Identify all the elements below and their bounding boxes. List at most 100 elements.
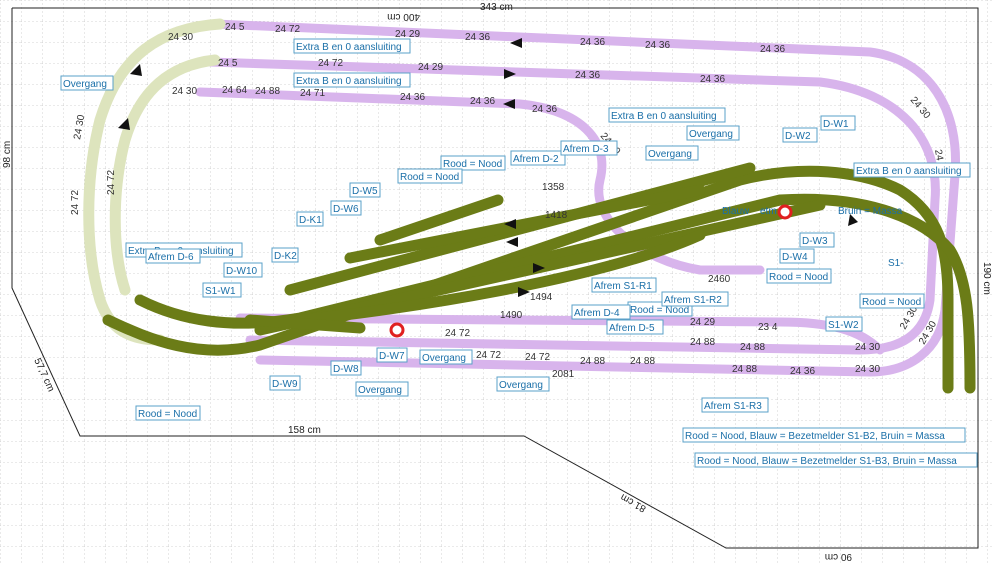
label-dw10: D-W10 <box>223 262 263 278</box>
tn-9: 24 72 <box>318 58 343 69</box>
signal-red-2 <box>389 322 405 338</box>
tn-28: 2081 <box>552 369 575 380</box>
svg-text:Rood = Nood: Rood = Nood <box>769 272 828 283</box>
svg-text:Afrem D-6: Afrem D-6 <box>148 252 194 263</box>
label-afrem-d4: Afrem D-4 <box>571 304 631 320</box>
label-afrem-d3: Afrem D-3 <box>560 140 618 156</box>
dim-top-width: 343 cm <box>480 2 513 13</box>
svg-text:Afrem D-3: Afrem D-3 <box>563 144 609 155</box>
label-overgang-left: Overgang <box>60 75 114 91</box>
svg-text:Rood = Nood: Rood = Nood <box>630 305 689 316</box>
label-rood-nood-4: Rood = Nood <box>859 293 925 309</box>
label-dk2: D-K2 <box>271 247 299 263</box>
board-outline <box>11 7 979 549</box>
tn-38: 24 30 <box>855 342 880 353</box>
tn-34: 24 88 <box>690 337 715 348</box>
svg-text:D-K2: D-K2 <box>274 251 297 262</box>
signals <box>389 204 793 338</box>
label-afrem-d5: Afrem D-5 <box>606 319 664 335</box>
svg-text:Rood = Nood, Blauw = Bezetmeld: Rood = Nood, Blauw = Bezetmelder S1-B3, … <box>697 456 957 467</box>
green-tracks <box>102 162 976 394</box>
svg-text:Rood = Nood: Rood = Nood <box>138 409 197 420</box>
label-dw9: D-W9 <box>269 375 301 391</box>
label-afrem-s1r2: Afrem S1-R2 <box>661 291 729 307</box>
tn-18: 24 36 <box>470 96 495 107</box>
tn-16: 24 71 <box>300 88 325 99</box>
label-overgang-2: Overgang <box>686 125 740 141</box>
svg-text:D-W7: D-W7 <box>379 351 405 362</box>
label-s1w1: S1-W1 <box>202 282 242 298</box>
tn-1: 24 5 <box>225 22 245 33</box>
label-afrem-s1r3: Afrem S1-R3 <box>701 397 769 413</box>
tn-29: 24 72 <box>445 328 470 339</box>
track-numbers: 24 5 24 72 24 29 24 36 24 36 24 36 24 36… <box>70 22 947 380</box>
svg-text:Extra B en 0 aansluiting: Extra B en 0 aansluiting <box>296 42 402 53</box>
label-extra-b-3: Extra B en 0 aansluiting <box>608 107 726 123</box>
tn-25: 1418 <box>545 210 568 221</box>
svg-text:Extra B en 0 aansluiting: Extra B en 0 aansluiting <box>296 76 402 87</box>
svg-text:Overgang: Overgang <box>63 79 107 90</box>
tn-15: 24 88 <box>255 86 280 97</box>
svg-text:Overgang: Overgang <box>648 149 692 160</box>
label-afrem-d6: Afrem D-6 <box>145 248 201 264</box>
tn-20: 24 30 <box>168 32 193 43</box>
svg-text:Overgang: Overgang <box>499 380 543 391</box>
label-overgang-3: Overgang <box>645 145 699 161</box>
tn-26: 1494 <box>530 292 553 303</box>
label-dw8: D-W8 <box>330 360 362 376</box>
tn-8: 24 5 <box>218 58 238 69</box>
label-afrem-s1r1: Afrem S1-R1 <box>591 277 657 293</box>
tn-32: 24 88 <box>580 356 605 367</box>
svg-text:D-W4: D-W4 <box>782 252 808 263</box>
label-s1b3: Rood = Nood, Blauw = Bezetmelder S1-B3, … <box>694 452 978 468</box>
tn-39: 24 30 <box>855 364 880 375</box>
svg-text:Extra B en 0 aansluiting: Extra B en 0 aansluiting <box>856 166 962 177</box>
label-rood-nood-3: Rood = Nood <box>766 268 832 284</box>
label-rood-nood-6: Rood = Nood <box>135 405 201 421</box>
tn-21: 24 30 <box>72 114 87 141</box>
tn-24: 1358 <box>542 182 565 193</box>
tn-40: 24 29 <box>690 317 715 328</box>
tn-22: 24 72 <box>70 190 81 215</box>
tn-6: 24 36 <box>645 40 670 51</box>
svg-text:S1-W1: S1-W1 <box>205 286 236 297</box>
svg-text:Overgang: Overgang <box>689 129 733 140</box>
svg-text:D-W1: D-W1 <box>823 119 849 130</box>
tn-10: 24 29 <box>418 62 443 73</box>
tn-37: 24 36 <box>790 366 815 377</box>
svg-text:D-W5: D-W5 <box>352 186 378 197</box>
tn-2: 24 72 <box>275 24 300 35</box>
tn-5: 24 36 <box>580 37 605 48</box>
tn-33: 24 88 <box>630 356 655 367</box>
label-extra-b-1: Extra B en 0 aansluiting <box>293 38 411 54</box>
label-s1w2: S1-W2 <box>825 316 863 332</box>
svg-text:Rood = Nood, Blauw = Bezetmeld: Rood = Nood, Blauw = Bezetmelder S1-B2, … <box>685 431 945 442</box>
svg-text:Afrem S1-R1: Afrem S1-R1 <box>594 281 652 292</box>
label-overgang-4: Overgang <box>419 349 473 365</box>
tn-4: 24 36 <box>465 32 490 43</box>
tn-11: 24 36 <box>575 70 600 81</box>
svg-text:Rood = Nood: Rood = Nood <box>443 159 502 170</box>
tn-36: 24 88 <box>732 364 757 375</box>
label-blauw: Blauw <box>722 206 750 217</box>
tn-31: 24 72 <box>525 352 550 363</box>
label-dk1: D-K1 <box>296 211 324 227</box>
label-afrem-d2: Afrem D-2 <box>510 150 566 166</box>
tn-17: 24 36 <box>400 92 425 103</box>
label-overgang-6: Overgang <box>496 376 550 392</box>
svg-text:Afrem D-4: Afrem D-4 <box>574 308 620 319</box>
label-dw4: D-W4 <box>779 248 815 264</box>
label-dw3: D-W3 <box>799 232 835 248</box>
svg-text:D-W2: D-W2 <box>785 131 811 142</box>
tn-14: 24 64 <box>222 85 247 96</box>
label-dw2: D-W2 <box>782 127 818 143</box>
svg-text:S1-W2: S1-W2 <box>828 320 859 331</box>
svg-text:D-W9: D-W9 <box>272 379 298 390</box>
svg-text:Rood = Nood: Rood = Nood <box>862 297 921 308</box>
svg-text:D-W3: D-W3 <box>802 236 828 247</box>
svg-text:Afrem S1-R2: Afrem S1-R2 <box>664 295 722 306</box>
dim-left-height: 98 cm <box>2 141 13 168</box>
tn-27: 1490 <box>500 310 523 321</box>
signal-red-1 <box>777 204 793 220</box>
svg-text:Rood = Nood: Rood = Nood <box>400 172 459 183</box>
